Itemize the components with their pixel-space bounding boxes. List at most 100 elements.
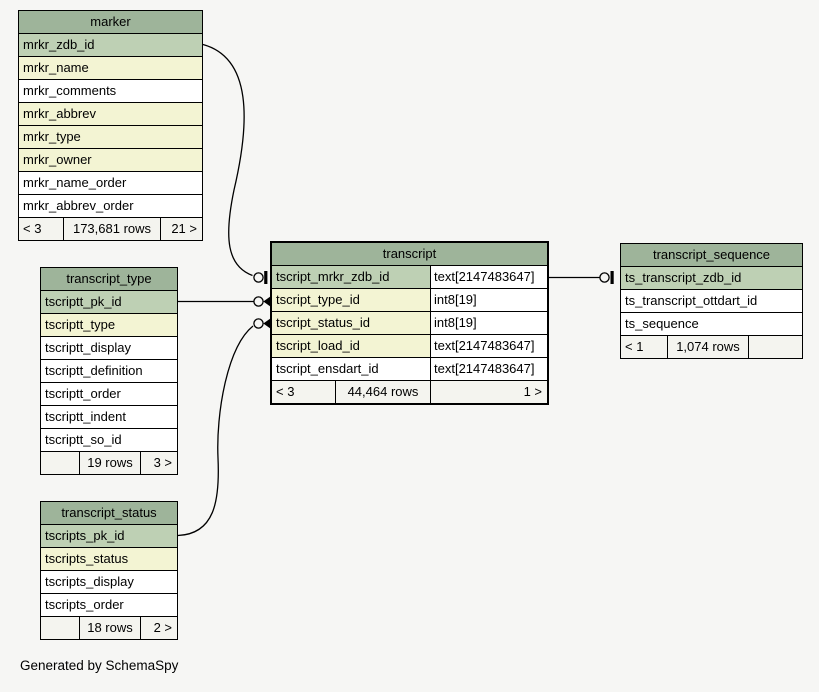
table-title: transcript_status [41, 502, 177, 525]
column-name: tscriptt_indent [41, 406, 177, 428]
column-name: mrkr_abbrev_order [19, 195, 202, 217]
column-name: tscriptt_so_id [41, 429, 177, 451]
column-name: mrkr_abbrev [19, 103, 202, 125]
table-footer: < 3 44,464 rows 1 > [272, 381, 547, 403]
table-transcript-status[interactable]: transcript_status tscripts_pk_idtscripts… [40, 501, 178, 640]
table-transcript-sequence[interactable]: transcript_sequence ts_transcript_zdb_id… [620, 243, 803, 359]
footer-parents-count: 21 > [161, 218, 202, 240]
column-datatype: text[2147483647] [430, 335, 547, 357]
column-name: mrkr_type [19, 126, 202, 148]
column-row-ts_sequence: ts_sequence [621, 313, 802, 336]
column-name: tscripts_order [41, 594, 177, 616]
column-row-mrkr_type: mrkr_type [19, 126, 202, 149]
column-row-tscriptt_definition: tscriptt_definition [41, 360, 177, 383]
column-row-tscripts_display: tscripts_display [41, 571, 177, 594]
column-row-tscripts_pk_id: tscripts_pk_id [41, 525, 177, 548]
column-list: ts_transcript_zdb_idts_transcript_ottdar… [621, 267, 802, 336]
column-row-ts_transcript_ottdart_id: ts_transcript_ottdart_id [621, 290, 802, 313]
column-row-tscriptt_so_id: tscriptt_so_id [41, 429, 177, 452]
column-row-tscripts_order: tscripts_order [41, 594, 177, 617]
relationship-transcript-to-sequence [549, 271, 614, 284]
column-list: mrkr_zdb_idmrkr_namemrkr_commentsmrkr_ab… [19, 34, 202, 218]
column-row-tscript_ensdart_id: tscript_ensdart_idtext[2147483647] [272, 358, 547, 381]
footer-children-count: < 3 [272, 381, 336, 403]
column-list: tscript_mrkr_zdb_idtext[2147483647]tscri… [272, 266, 547, 381]
column-name: tscripts_status [41, 548, 177, 570]
table-footer: 19 rows 3 > [41, 452, 177, 474]
column-row-mrkr_abbrev_order: mrkr_abbrev_order [19, 195, 202, 218]
column-row-tscriptt_display: tscriptt_display [41, 337, 177, 360]
column-name: mrkr_owner [19, 149, 202, 171]
footer-children-count: < 1 [621, 336, 668, 358]
column-name: ts_sequence [621, 313, 802, 335]
column-name: tscripts_pk_id [41, 525, 177, 547]
column-row-mrkr_zdb_id: mrkr_zdb_id [19, 34, 202, 57]
column-name: ts_transcript_ottdart_id [621, 290, 802, 312]
column-datatype: int8[19] [430, 289, 547, 311]
column-list: tscriptt_pk_idtscriptt_typetscriptt_disp… [41, 291, 177, 452]
footer-children-count: < 3 [19, 218, 64, 240]
column-name: tscriptt_pk_id [41, 291, 177, 313]
relationship-marker-to-transcript [203, 45, 267, 285]
column-row-tscripts_status: tscripts_status [41, 548, 177, 571]
footer-children-count [41, 617, 80, 639]
column-name: tscriptt_definition [41, 360, 177, 382]
table-transcript[interactable]: transcript tscript_mrkr_zdb_idtext[21474… [270, 241, 549, 405]
footer-row-count: 173,681 rows [64, 218, 161, 240]
column-row-mrkr_owner: mrkr_owner [19, 149, 202, 172]
column-name: tscript_status_id [272, 312, 430, 334]
table-title: transcript_type [41, 268, 177, 291]
column-name: mrkr_name [19, 57, 202, 79]
footer-parents-count: 3 > [141, 452, 177, 474]
column-name: mrkr_name_order [19, 172, 202, 194]
footer-row-count: 18 rows [80, 617, 141, 639]
table-footer: 18 rows 2 > [41, 617, 177, 639]
relationship-status-to-transcript [178, 319, 270, 536]
column-row-mrkr_name: mrkr_name [19, 57, 202, 80]
column-name: tscript_type_id [272, 289, 430, 311]
column-name: tscript_ensdart_id [272, 358, 430, 380]
table-title: marker [19, 11, 202, 34]
footer-children-count [41, 452, 80, 474]
table-footer: < 3 173,681 rows 21 > [19, 218, 202, 240]
column-name: tscriptt_display [41, 337, 177, 359]
footer-parents-count: 2 > [141, 617, 177, 639]
column-name: mrkr_comments [19, 80, 202, 102]
relationship-type-to-transcript [178, 297, 270, 307]
column-name: tscriptt_type [41, 314, 177, 336]
table-transcript-type[interactable]: transcript_type tscriptt_pk_idtscriptt_t… [40, 267, 178, 475]
column-row-mrkr_abbrev: mrkr_abbrev [19, 103, 202, 126]
column-row-tscript_mrkr_zdb_id: tscript_mrkr_zdb_idtext[2147483647] [272, 266, 547, 289]
column-name: tscript_mrkr_zdb_id [272, 266, 430, 288]
column-name: tscripts_display [41, 571, 177, 593]
footer-parents-count: 1 > [431, 381, 547, 403]
footer-row-count: 19 rows [80, 452, 141, 474]
table-marker[interactable]: marker mrkr_zdb_idmrkr_namemrkr_comments… [18, 10, 203, 241]
footer-row-count: 44,464 rows [336, 381, 431, 403]
footer-row-count: 1,074 rows [668, 336, 749, 358]
column-list: tscripts_pk_idtscripts_statustscripts_di… [41, 525, 177, 617]
table-footer: < 1 1,074 rows [621, 336, 802, 358]
column-row-ts_transcript_zdb_id: ts_transcript_zdb_id [621, 267, 802, 290]
table-title: transcript_sequence [621, 244, 802, 267]
column-row-tscriptt_type: tscriptt_type [41, 314, 177, 337]
column-name: tscriptt_order [41, 383, 177, 405]
column-datatype: text[2147483647] [430, 266, 547, 288]
generated-by-note: Generated by SchemaSpy [20, 658, 178, 673]
column-row-tscript_status_id: tscript_status_idint8[19] [272, 312, 547, 335]
column-datatype: text[2147483647] [430, 358, 547, 380]
table-title: transcript [272, 243, 547, 266]
footer-parents-count [749, 336, 802, 358]
column-row-tscriptt_order: tscriptt_order [41, 383, 177, 406]
column-datatype: int8[19] [430, 312, 547, 334]
column-name: ts_transcript_zdb_id [621, 267, 802, 289]
column-name: tscript_load_id [272, 335, 430, 357]
column-row-tscript_type_id: tscript_type_idint8[19] [272, 289, 547, 312]
column-row-tscriptt_indent: tscriptt_indent [41, 406, 177, 429]
column-row-tscriptt_pk_id: tscriptt_pk_id [41, 291, 177, 314]
column-name: mrkr_zdb_id [19, 34, 202, 56]
column-row-tscript_load_id: tscript_load_idtext[2147483647] [272, 335, 547, 358]
column-row-mrkr_comments: mrkr_comments [19, 80, 202, 103]
column-row-mrkr_name_order: mrkr_name_order [19, 172, 202, 195]
